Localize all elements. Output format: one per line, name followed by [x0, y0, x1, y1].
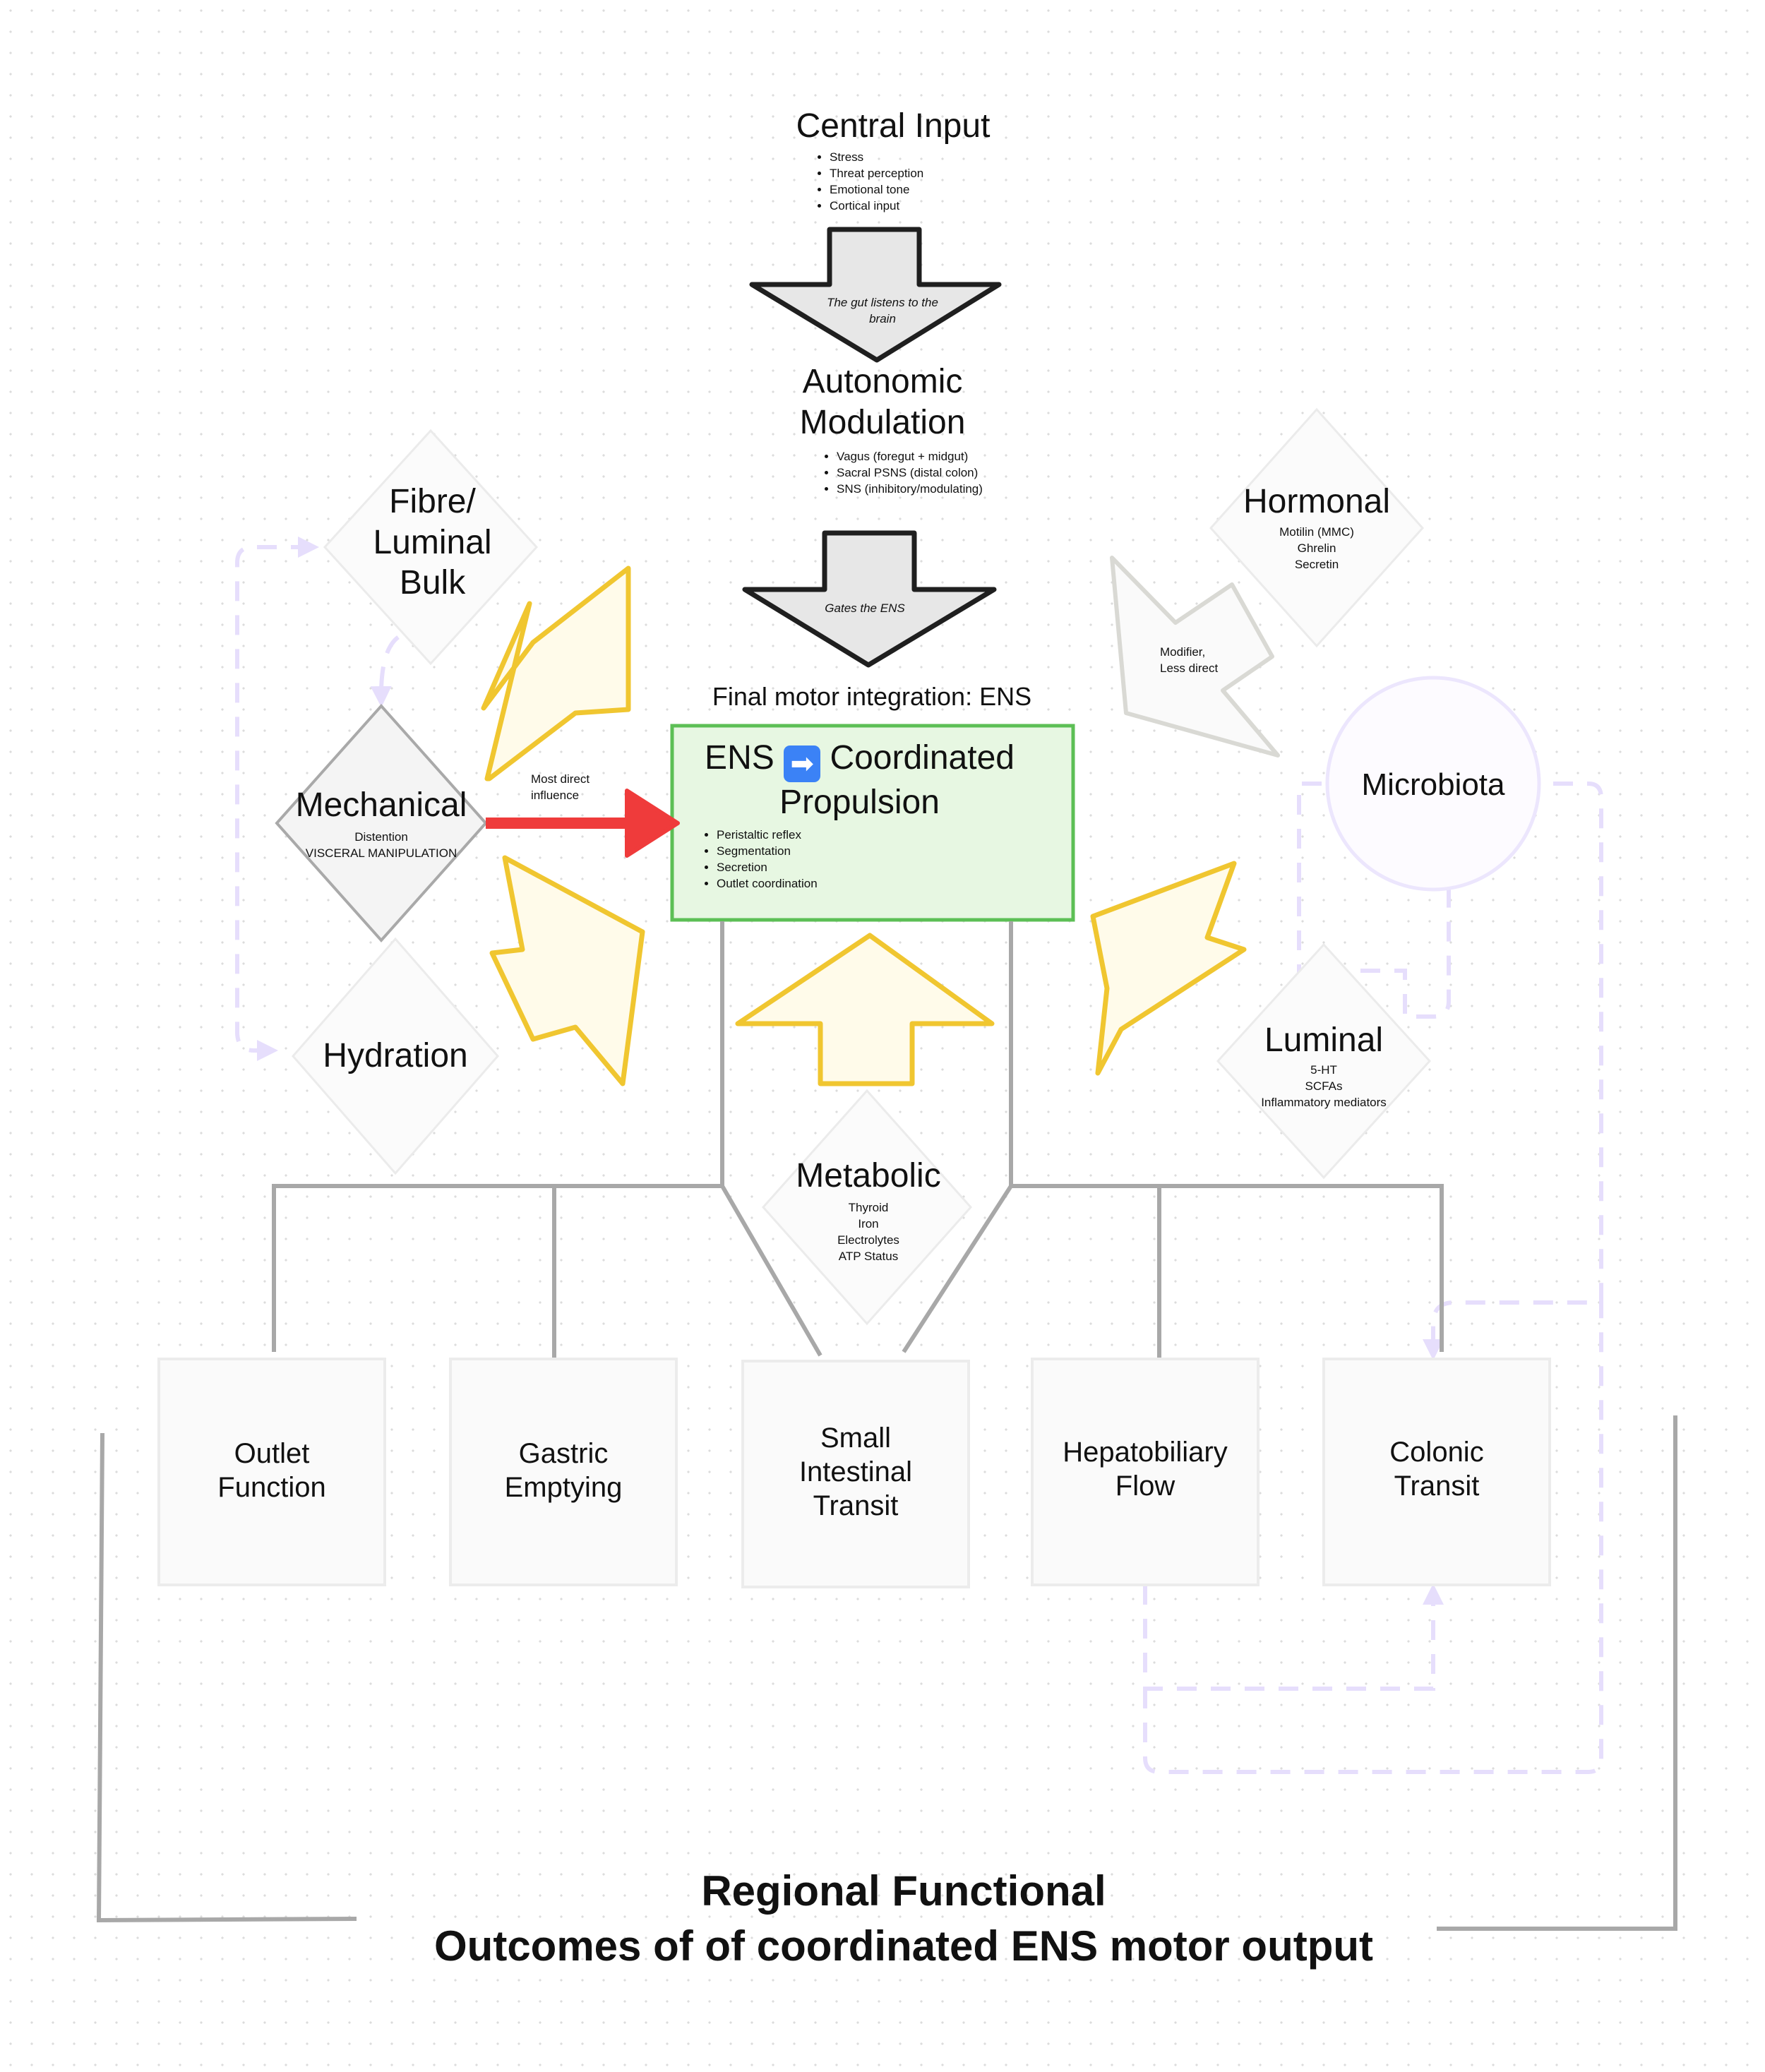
autonomic-title: Autonomic Modulation	[799, 363, 966, 441]
microbiota-title: Microbiota	[1361, 767, 1505, 802]
outcome-label-outlet-function: Outlet Function	[217, 1438, 326, 1503]
outcome-label-gastric-emptying: Gastric Emptying	[504, 1438, 623, 1503]
hormonal-detail: Motilin (MMC) Ghrelin Secretin	[1232, 525, 1401, 573]
fibre-hydration-loop	[235, 537, 319, 1061]
fibre-influence-arrow	[481, 565, 631, 782]
list-item: SNS (inhibitory/modulating)	[837, 481, 1077, 498]
list-item: Emotional tone	[830, 182, 1070, 198]
luminal-diamond	[1216, 942, 1432, 1180]
hydration-diamond	[292, 937, 499, 1175]
outcome-box-small-intestinal-transit	[741, 1360, 970, 1588]
final-motor-label: Final motor integration: ENS	[712, 682, 1032, 711]
central-down-arrow	[749, 227, 1002, 363]
metabolic-diamond	[761, 1089, 973, 1326]
hormonal-line: Secretin	[1294, 557, 1339, 571]
luminal-detail: 5-HT SCFAs Inflammatory mediators	[1232, 1062, 1416, 1111]
ens-list: Peristaltic reflex Segmentation Secretio…	[688, 827, 999, 892]
autonomic-arrow-label: Gates the ENS	[825, 601, 905, 615]
central-arrow-label: The gut listens to the brain	[827, 296, 938, 325]
footer-title-line: Regional Functional	[701, 1867, 1106, 1915]
metabolic-influence-arrow	[735, 933, 995, 1086]
autonomic-down-arrow	[742, 530, 997, 668]
metabolic-line: Thyroid	[848, 1201, 889, 1214]
list-item: Vagus (foregut + midgut)	[837, 449, 1077, 465]
hormonal-title: Hormonal	[1243, 483, 1391, 520]
ens-title-suffix: Coordinated Propulsion	[779, 739, 1015, 821]
ens-title: ENS ➡ Coordinated Propulsion	[674, 738, 1045, 823]
outcome-label-small-intestinal-transit: Small Intestinal Transit	[798, 1423, 913, 1521]
metabolic-title: Metabolic	[796, 1157, 941, 1194]
central-input-list: Stress Threat perception Emotional tone …	[801, 150, 1070, 215]
metabolic-detail: Thyroid Iron Electrolytes ATP Status	[791, 1200, 946, 1265]
hormonal-modifier-arrow	[1110, 556, 1280, 757]
outcome-box-colonic-transit	[1322, 1358, 1551, 1586]
outer-return-loop	[1143, 1303, 1603, 1774]
footer-title-line: Outcomes of of coordinated ENS motor out…	[434, 1922, 1373, 1970]
autonomic-list: Vagus (foregut + midgut) Sacral PSNS (di…	[808, 449, 1077, 498]
central-input-title: Central Input	[796, 107, 991, 145]
list-item: Outlet coordination	[717, 876, 999, 892]
outcome-label-colonic-transit: Colonic Transit	[1389, 1437, 1484, 1502]
microbiota-circle	[1325, 676, 1541, 892]
luminal-line: 5-HT	[1310, 1063, 1337, 1077]
list-item: Secretion	[717, 860, 999, 876]
mechanical-detail: Distention VISCERAL MANIPULATION	[282, 830, 480, 862]
hormonal-diamond	[1209, 407, 1425, 648]
arrow-right-icon: ➡	[784, 745, 821, 782]
mechanical-line: Distention	[354, 830, 408, 844]
mechanical-arrow-label: Most direct influence	[531, 772, 590, 802]
metabolic-line: ATP Status	[838, 1249, 899, 1263]
outcome-box-gastric-emptying	[449, 1358, 678, 1586]
outcome-box-outlet-function	[157, 1358, 386, 1586]
luminal-influence-arrow	[1090, 861, 1247, 1076]
hormonal-line: Motilin (MMC)	[1279, 525, 1354, 539]
hormonal-arrow-label: Modifier, Less direct	[1160, 645, 1219, 675]
list-item: Segmentation	[717, 844, 999, 860]
list-item: Sacral PSNS (distal colon)	[837, 465, 1077, 481]
footer-title: Regional Functional Outcomes of of coord…	[247, 1864, 1560, 1974]
luminal-line: SCFAs	[1305, 1079, 1343, 1093]
ens-outcome-connectors	[272, 921, 1444, 1359]
hydration-influence-arrow	[489, 855, 645, 1086]
mechanical-title: Mechanical	[295, 786, 467, 824]
ens-title-prefix: ENS	[705, 739, 774, 777]
outcome-label-hepatobiliary-flow: Hepatobiliary Flow	[1063, 1437, 1228, 1502]
mechanical-direct-arrow	[486, 789, 680, 858]
list-item: Stress	[830, 150, 1070, 166]
metabolic-line: Electrolytes	[837, 1233, 899, 1247]
list-item: Threat perception	[830, 166, 1070, 182]
fibre-diamond	[323, 429, 539, 666]
luminal-title: Luminal	[1264, 1022, 1384, 1059]
feedback-loops	[235, 537, 1603, 1774]
list-item: Peristaltic reflex	[717, 827, 999, 844]
luminal-line: Inflammatory mediators	[1261, 1095, 1387, 1109]
list-item: Cortical input	[830, 198, 1070, 215]
hepatobiliary-colonic-loop	[1143, 1583, 1444, 1691]
outcome-box-hepatobiliary-flow	[1031, 1358, 1260, 1586]
mechanical-line: VISCERAL MANIPULATION	[305, 846, 457, 860]
metabolic-line: Iron	[858, 1216, 879, 1230]
fibre-title: Fibre/ Luminal Bulk	[373, 483, 492, 602]
outcomes-bracket	[96, 1415, 1677, 1931]
mechanical-diamond	[275, 703, 488, 943]
microbiota-luminal-loop	[1297, 782, 1451, 1019]
hormonal-line: Ghrelin	[1297, 541, 1336, 555]
hydration-title: Hydration	[323, 1037, 468, 1074]
